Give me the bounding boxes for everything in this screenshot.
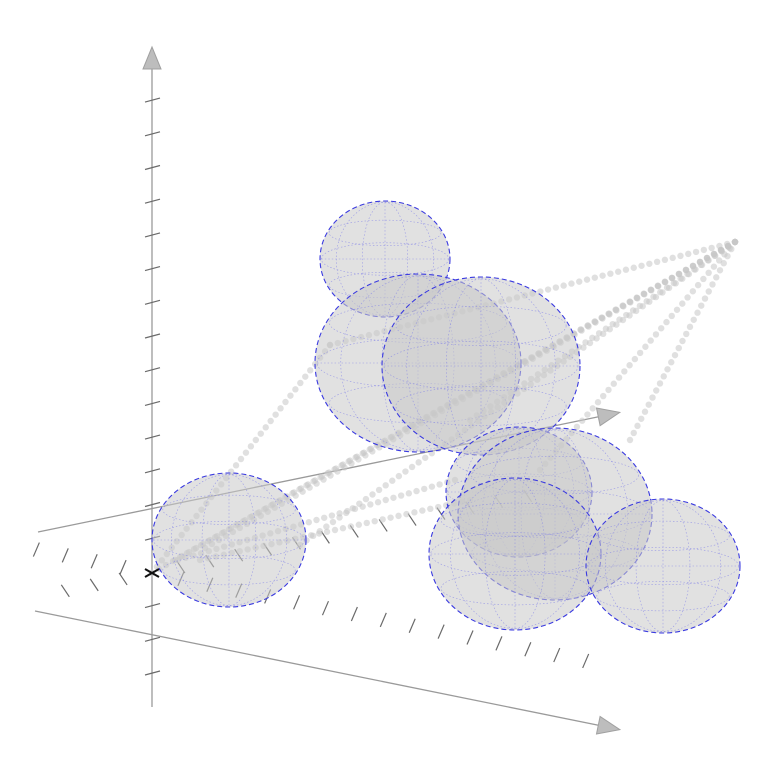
vertical-axis-tick	[144, 198, 161, 204]
horizontal-axis-tick	[90, 554, 98, 569]
horizontal-axis-tick	[119, 559, 127, 575]
horizontal-axis-tick	[437, 624, 445, 639]
origin-marker	[144, 568, 160, 578]
horizontal-axis-tick	[379, 612, 387, 628]
vertical-axis-tick	[144, 501, 161, 508]
horizontal-axis-tick	[293, 595, 301, 610]
vertical-axis-tick	[144, 367, 161, 373]
origin-mark	[144, 568, 160, 578]
horizontal-axis-tick	[61, 548, 69, 563]
depth-axis-tick	[407, 513, 417, 526]
bead-chain	[626, 238, 739, 444]
horizontal-axis-tick	[321, 600, 330, 616]
horizontal-axis-tick	[466, 630, 474, 645]
vertical-axis-tick	[144, 299, 161, 305]
sphere	[585, 498, 741, 634]
depth-axis-tick	[118, 572, 128, 586]
vertical-axis-tick	[144, 603, 161, 609]
vertical-axis-tick	[144, 670, 161, 676]
vertical-axis-tick	[144, 636, 161, 642]
vertical-axis-tick	[144, 266, 161, 272]
vertical-axis-tick	[144, 232, 161, 238]
horizontal-axis-tick	[582, 653, 590, 669]
depth-axis-arrowhead	[595, 407, 622, 427]
horizontal-axis-tick	[408, 618, 416, 633]
horizontal-axis-tick	[32, 542, 40, 557]
horizontal-axis	[34, 610, 613, 729]
sphere	[151, 472, 307, 608]
vertical-axis-tick	[144, 468, 161, 474]
sphere	[428, 477, 602, 631]
depth-axis-tick	[89, 578, 99, 592]
vertical-axis-tick	[144, 131, 161, 137]
vertical-axis-tick	[144, 97, 161, 103]
depth-axis-tick	[60, 584, 70, 598]
depth-axis-tick	[320, 531, 330, 544]
horizontal-axis-tick	[495, 636, 503, 651]
spheres	[151, 200, 741, 634]
horizontal-axis-tick	[350, 606, 358, 622]
vertical-axis-arrowhead	[142, 45, 162, 70]
vertical-axis-tick	[144, 400, 161, 406]
horizontal-axis-tick	[553, 647, 561, 663]
horizontal-axis-tick	[524, 641, 532, 657]
horizontal-axis-arrowhead	[595, 715, 622, 735]
vertical-axis-tick	[144, 434, 161, 440]
vertical-axis-tick	[144, 333, 161, 339]
vertical-axis-tick	[144, 164, 161, 171]
